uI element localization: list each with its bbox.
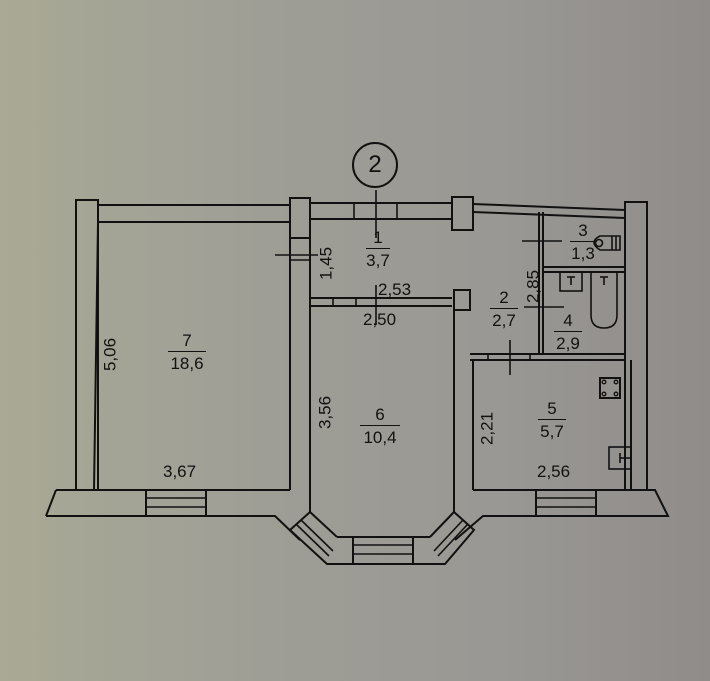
room-2-label: 2 2,7 xyxy=(490,288,518,330)
partition-7-1 xyxy=(275,197,318,490)
room-6-walls xyxy=(309,306,455,512)
bottom-wall xyxy=(45,489,670,541)
room-7-label: 7 18,6 xyxy=(168,331,206,373)
dim-room7-width: 3,67 xyxy=(163,462,197,481)
section-marker: 2 xyxy=(352,142,398,188)
dim-room5-height: 2,21 xyxy=(477,411,497,446)
room-4-label: 4 2,9 xyxy=(554,311,582,353)
dim-room1-width: 2,53 xyxy=(378,280,412,299)
room-6-label: 6 10,4 xyxy=(360,405,400,447)
room-5-label: 5 5,7 xyxy=(538,399,566,441)
dim-room6-width: 2,50 xyxy=(363,310,397,329)
room-1-label: 1 3,7 xyxy=(366,228,390,270)
bay-window xyxy=(288,511,476,565)
dim-room7-height: 5,06 xyxy=(100,337,120,372)
stove-icon xyxy=(599,377,621,399)
room-3-label: 3 1,3 xyxy=(570,221,596,263)
toilet-icon xyxy=(593,235,621,251)
dim-room2-height: 2,85 xyxy=(523,269,543,304)
sink-icon xyxy=(559,271,583,292)
bathtub-icon xyxy=(590,272,618,329)
room-1-walls xyxy=(310,190,474,325)
kitchen-sink-icon xyxy=(608,446,632,470)
dim-room1-height: 1,45 xyxy=(316,246,336,281)
dim-room6-height: 3,56 xyxy=(315,395,335,430)
dim-room5-width: 2,56 xyxy=(537,462,571,481)
